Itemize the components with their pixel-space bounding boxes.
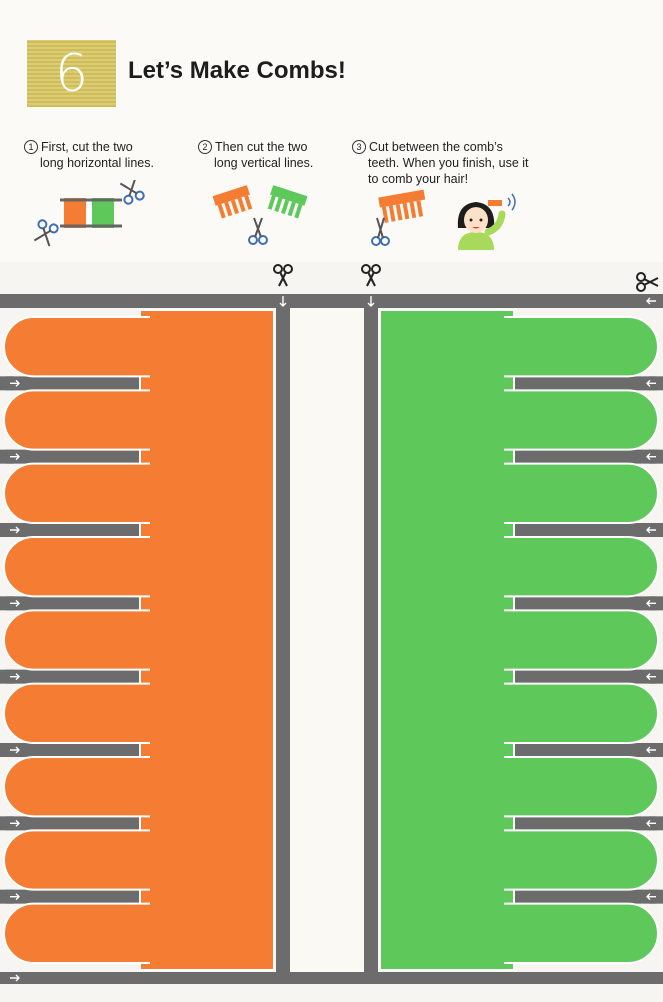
arrow-right-icon — [10, 974, 20, 982]
arrow-right-icon — [10, 673, 20, 681]
right-teeth-gap — [472, 743, 663, 757]
step-3-line-1: Cut between the comb’s — [369, 140, 503, 154]
left-teeth-gap — [0, 596, 184, 611]
left-teeth-gap — [0, 816, 184, 831]
step-1-illustration — [33, 180, 145, 247]
step-3-line-3: to comb your hair! — [368, 172, 469, 186]
scissors-icon — [248, 217, 268, 245]
arrow-left-icon — [646, 893, 656, 901]
arrow-right-icon — [10, 453, 20, 461]
arrow-left-icon — [646, 379, 656, 387]
left-teeth-gap-edge — [0, 743, 14, 757]
page-title: Let’s Make Combs! — [128, 57, 346, 84]
left-teeth-gap — [0, 376, 184, 391]
left-teeth-gap-edge — [0, 523, 14, 537]
arrow-left-icon — [646, 453, 656, 461]
arrow-left-icon — [646, 819, 656, 827]
left-teeth-gap-edge — [0, 816, 14, 831]
orange-comb-spine-fill — [150, 312, 272, 968]
right-teeth-gap — [472, 889, 663, 904]
right-teeth-gap — [472, 669, 663, 684]
center-strip — [290, 308, 364, 972]
arrow-left-icon — [646, 297, 656, 305]
left-teeth-gap — [0, 889, 184, 904]
left-teeth-gap-edge — [0, 449, 14, 464]
arrow-right-icon — [10, 893, 20, 901]
arrow-left-icon — [646, 599, 656, 607]
arrow-right-icon — [10, 526, 20, 534]
arrow-down-icon — [279, 296, 287, 307]
girl-combing-hair-icon — [457, 193, 516, 250]
scissors-icon — [273, 264, 293, 287]
step-3-number: 3 — [352, 140, 366, 154]
scissors-icon — [371, 217, 390, 246]
folded-combs-icon — [60, 198, 122, 228]
comb-icon — [378, 189, 426, 223]
step-1-number: 1 — [24, 140, 38, 154]
left-teeth-gap — [0, 743, 184, 757]
left-teeth-gap-edge — [0, 376, 14, 391]
left-teeth-gap-edge — [0, 596, 14, 611]
green-comb-spine-fill — [382, 312, 504, 968]
right-teeth-gap — [472, 523, 663, 537]
left-teeth-gap — [0, 523, 184, 537]
arrow-left-icon — [646, 673, 656, 681]
step-2-line-2: long vertical lines. — [214, 156, 314, 170]
right-teeth-gap — [472, 596, 663, 611]
arrow-left-icon — [646, 526, 656, 534]
arrow-right-icon — [10, 746, 20, 754]
scissors-icon — [119, 180, 145, 205]
arrow-left-icon — [646, 746, 656, 754]
orange-comb-piece-icon — [212, 185, 253, 219]
step-2-line-1: Then cut the two — [215, 140, 308, 154]
left-vertical-cut-line — [276, 294, 290, 984]
step-1-line-1: First, cut the two — [41, 140, 133, 154]
arrow-right-icon — [10, 819, 20, 827]
left-teeth-gap — [0, 449, 184, 464]
left-teeth-gap — [0, 669, 184, 684]
right-teeth-gap — [472, 816, 663, 831]
right-vertical-cut-line — [364, 294, 378, 984]
section-number: 6 — [54, 43, 89, 104]
step-2-illustration — [212, 185, 308, 245]
step-3-line-2: teeth. When you finish, use it — [368, 156, 529, 170]
step-2-number: 2 — [198, 140, 212, 154]
arrow-right-icon — [10, 379, 20, 387]
green-comb-piece-icon — [267, 185, 308, 219]
left-teeth-gap-edge — [0, 889, 14, 904]
bottom-cut-line — [0, 972, 663, 984]
scissors-icon — [361, 264, 381, 287]
right-teeth-gap — [472, 449, 663, 464]
arrow-down-icon — [367, 296, 375, 307]
section-badge: 6 — [27, 40, 116, 107]
step-1-line-2: long horizontal lines. — [40, 156, 154, 170]
step-3-illustration — [371, 189, 516, 250]
top-cut-line — [0, 294, 663, 308]
left-teeth-gap-edge — [0, 669, 14, 684]
scissors-icon — [33, 219, 59, 247]
scissors-icon — [636, 272, 659, 292]
right-teeth-gap — [472, 376, 663, 391]
arrow-right-icon — [10, 599, 20, 607]
